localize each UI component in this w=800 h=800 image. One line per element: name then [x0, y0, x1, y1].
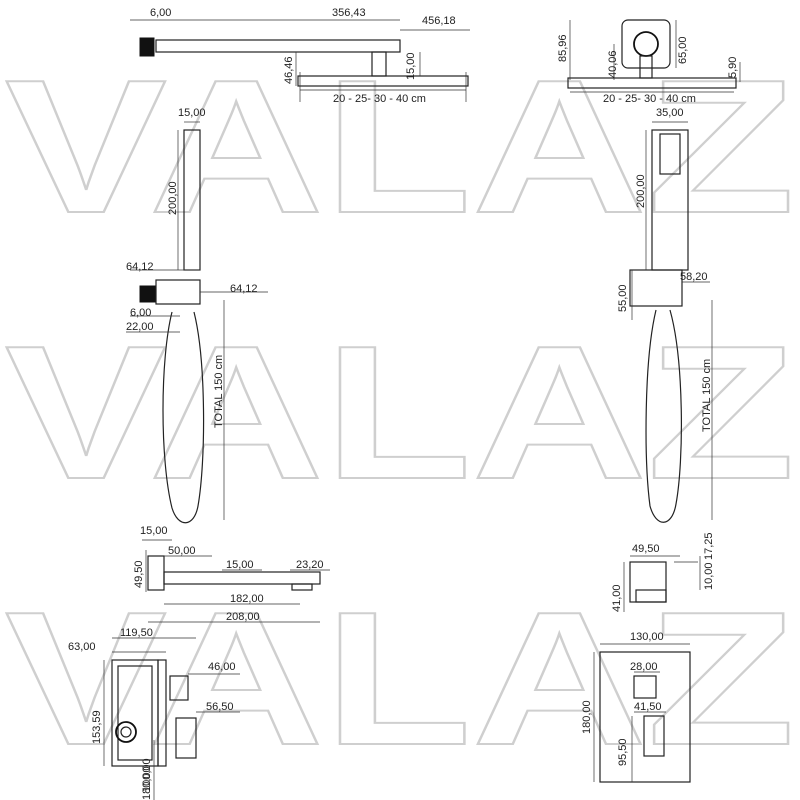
outlet-front-view: 49,50 17,25 10,00 41,00 [611, 532, 715, 612]
dim-130-00: 130,00 [630, 631, 664, 643]
dim-63-00: 63,00 [68, 641, 96, 653]
dim-6-00: 6,00 [130, 307, 151, 319]
dim-15-00: 15,00 [405, 52, 417, 80]
dim-65-00: 65,00 [677, 36, 689, 64]
total-length: TOTAL 150 cm [213, 355, 225, 428]
mounting-plate [157, 659, 167, 767]
wall-flange [139, 37, 155, 57]
dim-200-00: 200,00 [167, 181, 179, 215]
diverter-square [633, 675, 657, 699]
overhead-shower-side-view: 6,00 356,43 456,18 46,46 15,00 20 - 25- … [130, 7, 470, 105]
wall-mount [621, 19, 671, 69]
dim-95-50: 95,50 [617, 738, 629, 766]
hand-shower-side-view: 15,00 200,00 64,12 64,12 6,00 22,00 TOTA… [126, 107, 268, 524]
outlet-knob [635, 589, 667, 603]
dim-40-06: 40,06 [607, 50, 619, 78]
dim-50-00: 50,00 [168, 545, 196, 557]
dim-208-00: 208,00 [226, 611, 260, 623]
cover-plate [599, 651, 691, 783]
inlet-port-inner [120, 726, 132, 738]
shower-arm [155, 39, 401, 53]
dim-456-18: 456,18 [422, 15, 456, 27]
dim-28-00: 28,00 [630, 661, 658, 673]
wall-outlet [139, 285, 157, 303]
dim-56-50: 56,50 [206, 701, 234, 713]
sizes-label: 20 - 25- 30 - 40 cm [603, 93, 696, 105]
valve-box-inner [117, 665, 153, 761]
dim-5-90: 5,90 [727, 57, 739, 78]
dim-64-12-b: 64,12 [230, 283, 258, 295]
dim-41-00: 41,00 [611, 584, 623, 612]
overhead-shower-front-view: 85,96 40,06 65,00 5,90 20 - 25- 30 - 40 … [557, 19, 741, 105]
hand-shower-front-view: 35,00 200,00 58,20 55,00 TOTAL 150 cm [617, 107, 713, 523]
shower-head [297, 75, 469, 87]
dim-49-50: 49,50 [133, 560, 145, 588]
dim-6-00: 6,00 [150, 7, 171, 19]
dim-15-00-b: 15,00 [226, 559, 254, 571]
holder-front [629, 269, 683, 307]
dim-153-59: 153,59 [91, 710, 103, 744]
lever [643, 715, 665, 757]
spout-outlet [291, 583, 313, 591]
spout-body [163, 571, 321, 585]
dim-46-46: 46,46 [283, 56, 295, 84]
dim-41-50: 41,50 [634, 701, 662, 713]
shower-head-front [567, 77, 737, 89]
spray-face [659, 133, 681, 175]
dim-182-00: 182,00 [230, 593, 264, 605]
dim-15-00: 15,00 [178, 107, 206, 119]
valve-box-side-view: 63,00 119,50 46,00 153,59 56,50 100,00 1… [68, 627, 240, 800]
dim-49-50: 49,50 [632, 543, 660, 555]
dim-15-00-a: 15,00 [140, 525, 168, 537]
cover-plate-front-view: 130,00 28,00 180,00 41,50 95,50 [581, 631, 691, 783]
hose-front [645, 309, 682, 523]
dim-100-00: 100,00 [141, 758, 153, 792]
dim-35-00: 35,00 [656, 107, 684, 119]
dim-17-25: 17,25 [703, 532, 715, 560]
watermark-row-1: VALAZ [5, 41, 795, 253]
handle [175, 717, 197, 759]
dim-64-12-a: 64,12 [126, 261, 154, 273]
dim-10-00: 10,00 [703, 562, 715, 590]
dim-85-96: 85,96 [557, 34, 569, 62]
dim-23-20: 23,20 [296, 559, 324, 571]
dim-46-00: 46,00 [208, 661, 236, 673]
dim-200-00: 200,00 [635, 174, 647, 208]
dim-22-00: 22,00 [126, 321, 154, 333]
sizes-label: 20 - 25- 30 - 40 cm [333, 93, 426, 105]
watermark-row-3: VALAZ [5, 573, 795, 785]
watermark: VALAZ VALAZ VALAZ [4, 40, 796, 786]
total-length: TOTAL 150 cm [701, 359, 713, 432]
dim-180-00: 180,00 [141, 766, 153, 800]
dim-55-00: 55,00 [617, 284, 629, 312]
hose [162, 311, 205, 524]
inlet-port [115, 721, 137, 743]
spout-side-view: 15,00 49,50 50,00 15,00 23,20 182,00 208… [133, 525, 330, 623]
dim-119-50: 119,50 [120, 627, 153, 639]
dim-356-43: 356,43 [332, 7, 366, 19]
dim-180-00: 180,00 [581, 700, 593, 734]
dim-58-20: 58,20 [680, 271, 708, 283]
holder [155, 279, 201, 305]
watermark-row-2: VALAZ [5, 307, 795, 519]
diverter-knob [169, 675, 189, 701]
